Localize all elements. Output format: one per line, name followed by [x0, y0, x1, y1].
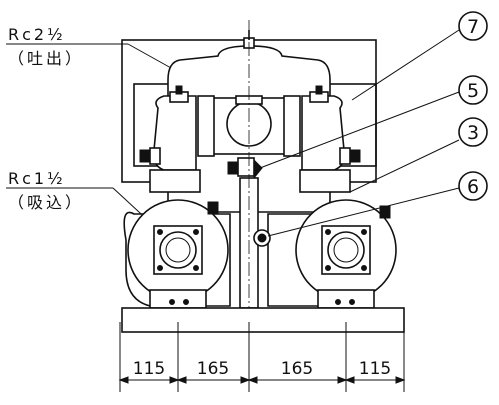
dim-arrow	[176, 376, 187, 384]
callout-6-leader	[267, 187, 460, 237]
center-tap-handle	[227, 161, 239, 175]
right-check-valve	[301, 95, 346, 171]
left-valve-base	[149, 169, 201, 193]
strainer-core	[257, 233, 267, 243]
callout-7-number: 7	[467, 16, 479, 38]
left-suction-bore	[165, 237, 191, 263]
right-valve-side-port	[339, 147, 351, 165]
dim-arrow	[395, 376, 406, 384]
dim-arrow	[169, 376, 180, 384]
right-valve-nut	[315, 85, 323, 95]
callout-5-number: 5	[467, 80, 479, 102]
dim-arrow	[247, 376, 258, 384]
right-flange-bolt	[325, 265, 331, 271]
dimension-value: 165	[281, 359, 313, 379]
left-valve-side-port	[149, 147, 161, 165]
dim-arrow	[240, 376, 251, 384]
dimension-value: 165	[197, 359, 229, 379]
callout-6-number: 6	[467, 176, 479, 198]
base-plate	[121, 307, 405, 333]
suction-size-label: Rc1½	[8, 169, 66, 188]
left-pump-foot	[149, 289, 207, 309]
dim-arrow	[118, 376, 129, 384]
left-flange-bolt	[157, 265, 163, 271]
dimension-value: 115	[359, 359, 391, 379]
callout-5-leader	[259, 91, 460, 169]
discharge-size-label: Rc2½	[8, 25, 66, 44]
right-foot-bolt	[349, 299, 355, 305]
dimension-value: 115	[133, 359, 165, 379]
left-foot-bolt	[169, 299, 175, 305]
dim-arrow	[344, 376, 355, 384]
left-manifold-flange	[197, 95, 215, 157]
left-gauge-block	[139, 149, 151, 163]
callout-3-number: 3	[467, 122, 479, 144]
center-tap-body	[237, 157, 255, 177]
callout-7-leader	[351, 29, 460, 101]
right-coupling-plug	[379, 205, 391, 219]
discharge-note-label: （吐出）	[8, 49, 84, 68]
left-flange-bolt	[193, 265, 199, 271]
center-tap-lever	[253, 158, 263, 180]
callout-3-bubble	[458, 117, 488, 147]
left-foot-bolt	[183, 299, 189, 305]
right-suction-port	[327, 231, 365, 269]
right-flange-bolt	[361, 265, 367, 271]
callout-5-bubble	[458, 75, 488, 105]
right-flange-bolt	[325, 229, 331, 235]
dim-arrow	[337, 376, 348, 384]
right-gauge-block	[349, 149, 361, 163]
right-valve-base	[299, 169, 351, 193]
left-suction-port	[159, 231, 197, 269]
right-flange-bolt	[361, 229, 367, 235]
callout-7-bubble	[458, 11, 488, 41]
right-pump-foot	[317, 289, 375, 309]
right-manifold-flange	[283, 95, 301, 157]
left-flange-bolt	[157, 229, 163, 235]
right-suction-bore	[333, 237, 359, 263]
callout-3-leader	[349, 139, 460, 193]
left-flange-bolt	[193, 229, 199, 235]
callout-6-bubble	[458, 171, 488, 201]
left-valve-nut	[175, 85, 183, 95]
left-coupling-plug	[207, 201, 219, 215]
suction-note-label: （吸込）	[8, 193, 84, 212]
right-foot-bolt	[335, 299, 341, 305]
